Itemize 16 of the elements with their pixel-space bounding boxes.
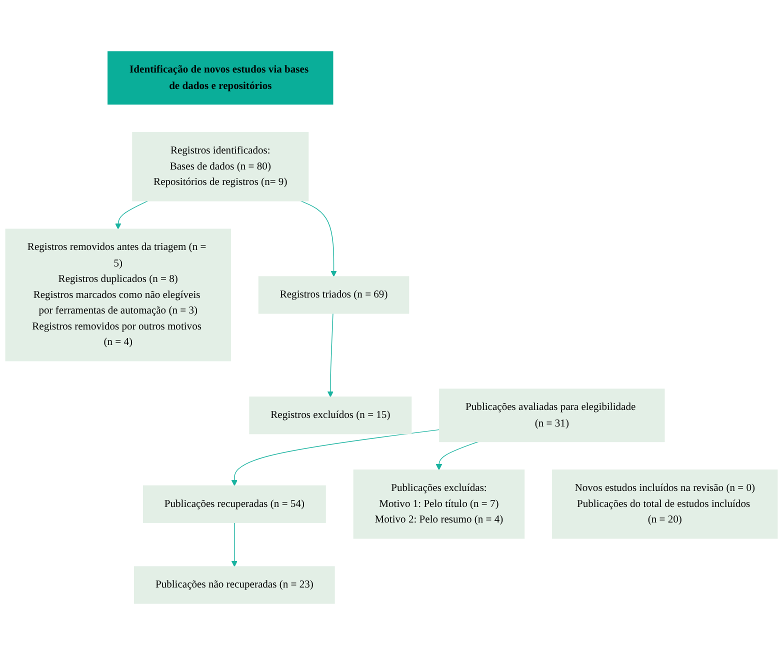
arrow	[231, 429, 440, 486]
arrow	[231, 522, 238, 567]
node-box: Registros triados (n = 69)	[258, 276, 410, 314]
node-box: Novos estudos incluídos na revisão (n = 0) Publicações do total de estudos incluídos (n = 20)	[552, 470, 778, 539]
arrow	[115, 200, 148, 230]
arrow	[300, 200, 337, 277]
node-box: Publicações recuperadas (n = 54)	[142, 485, 326, 523]
node-box: Publicações não recuperadas (n = 23)	[134, 566, 335, 604]
node-box: Identificação de novos estudos via bases de dados e repositórios	[108, 51, 334, 105]
node-box: Registros identificados: Bases de dados (n = 80) Repositórios de registros (n= 9)	[132, 132, 309, 202]
node-box: Registros excluídos (n = 15)	[249, 396, 412, 434]
node-box: Registros removidos antes da triagem (n = 5) Registros duplicados (n = 8) Registros marcados como não elegíveis por ferramentas de automação (n = 3) Registros removidos por outros motivos (n = 4)	[5, 228, 231, 362]
arrow	[436, 441, 479, 470]
node-box: Publicações avaliadas para elegibilidade (n = 31)	[439, 388, 665, 442]
arrow	[327, 313, 334, 398]
node-box: Publicações excluídas: Motivo 1: Pelo título (n = 7) Motivo 2: Pelo resumo (n = 4)	[353, 470, 525, 539]
